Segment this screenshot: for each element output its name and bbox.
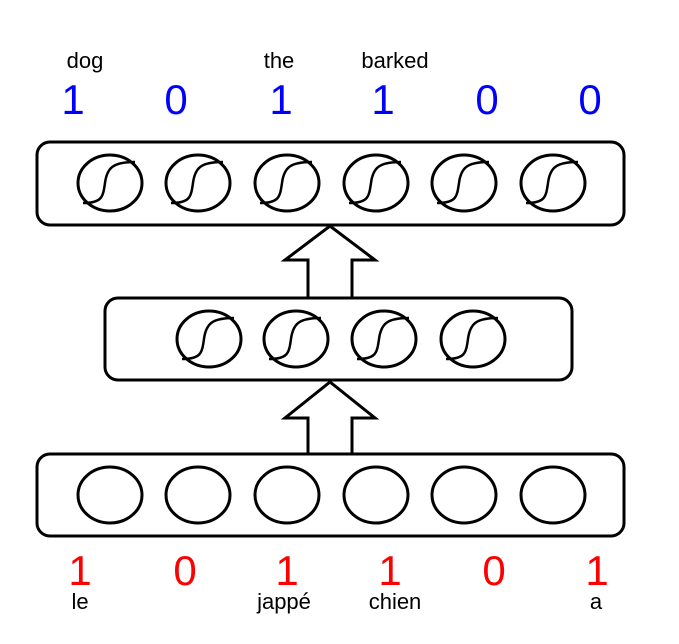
neuron-circle — [519, 465, 587, 525]
neuron-circle — [253, 153, 321, 213]
sigmoid-icon — [181, 316, 235, 361]
hidden-neuron — [350, 309, 418, 369]
sigmoid-icon — [259, 160, 313, 205]
sigmoid-icon — [268, 316, 322, 361]
neuron-circle — [342, 465, 410, 525]
neuron-circle — [519, 153, 587, 213]
output-neuron — [519, 153, 587, 213]
input-neuron — [164, 465, 232, 525]
input-neuron — [253, 465, 321, 525]
neuron-circle — [164, 153, 232, 213]
arrow-up-icon — [280, 224, 380, 300]
input-neuron — [519, 465, 587, 525]
input-value: 0 — [173, 547, 196, 594]
neuron-circle — [350, 309, 418, 369]
neuron-circle — [262, 309, 330, 369]
output-value: 0 — [578, 76, 601, 123]
output-value: 0 — [164, 76, 187, 123]
input-word: jappé — [256, 589, 311, 614]
hidden-neuron — [175, 309, 243, 369]
hidden-neuron — [262, 309, 330, 369]
sigmoid-icon — [348, 160, 402, 205]
input-word: le — [71, 589, 88, 614]
sigmoid-icon — [82, 160, 136, 205]
input-neuron — [76, 465, 144, 525]
output-word: dog — [67, 48, 104, 73]
input-value: 1 — [68, 547, 91, 594]
neuron-circle — [175, 309, 243, 369]
output-value: 1 — [61, 76, 84, 123]
output-neuron — [253, 153, 321, 213]
output-neuron — [164, 153, 232, 213]
output-value: 1 — [269, 76, 292, 123]
hidden-neuron — [439, 309, 507, 369]
output-value: 0 — [475, 76, 498, 123]
input-value: 1 — [275, 547, 298, 594]
neuron-circle — [253, 465, 321, 525]
input-value: 1 — [378, 547, 401, 594]
output-word: the — [264, 48, 295, 73]
sigmoid-icon — [436, 160, 490, 205]
arrow-up-icon — [280, 380, 380, 456]
neuron-circle — [76, 153, 144, 213]
input-word: a — [590, 589, 603, 614]
output-neuron — [342, 153, 410, 213]
neuron-circle — [164, 465, 232, 525]
input-neuron — [430, 465, 498, 525]
input-value: 0 — [482, 547, 505, 594]
output-neuron — [76, 153, 144, 213]
sigmoid-icon — [170, 160, 224, 205]
input-word: chien — [369, 589, 422, 614]
neuron-circle — [439, 309, 507, 369]
neuron-circle — [430, 465, 498, 525]
sigmoid-icon — [356, 316, 410, 361]
neuron-circle — [76, 465, 144, 525]
output-value: 1 — [371, 76, 394, 123]
output-neuron — [430, 153, 498, 213]
input-neuron — [342, 465, 410, 525]
sigmoid-icon — [525, 160, 579, 205]
neuron-circle — [342, 153, 410, 213]
input-value: 1 — [585, 547, 608, 594]
neuron-circle — [430, 153, 498, 213]
sigmoid-icon — [445, 316, 499, 361]
output-word: barked — [361, 48, 428, 73]
